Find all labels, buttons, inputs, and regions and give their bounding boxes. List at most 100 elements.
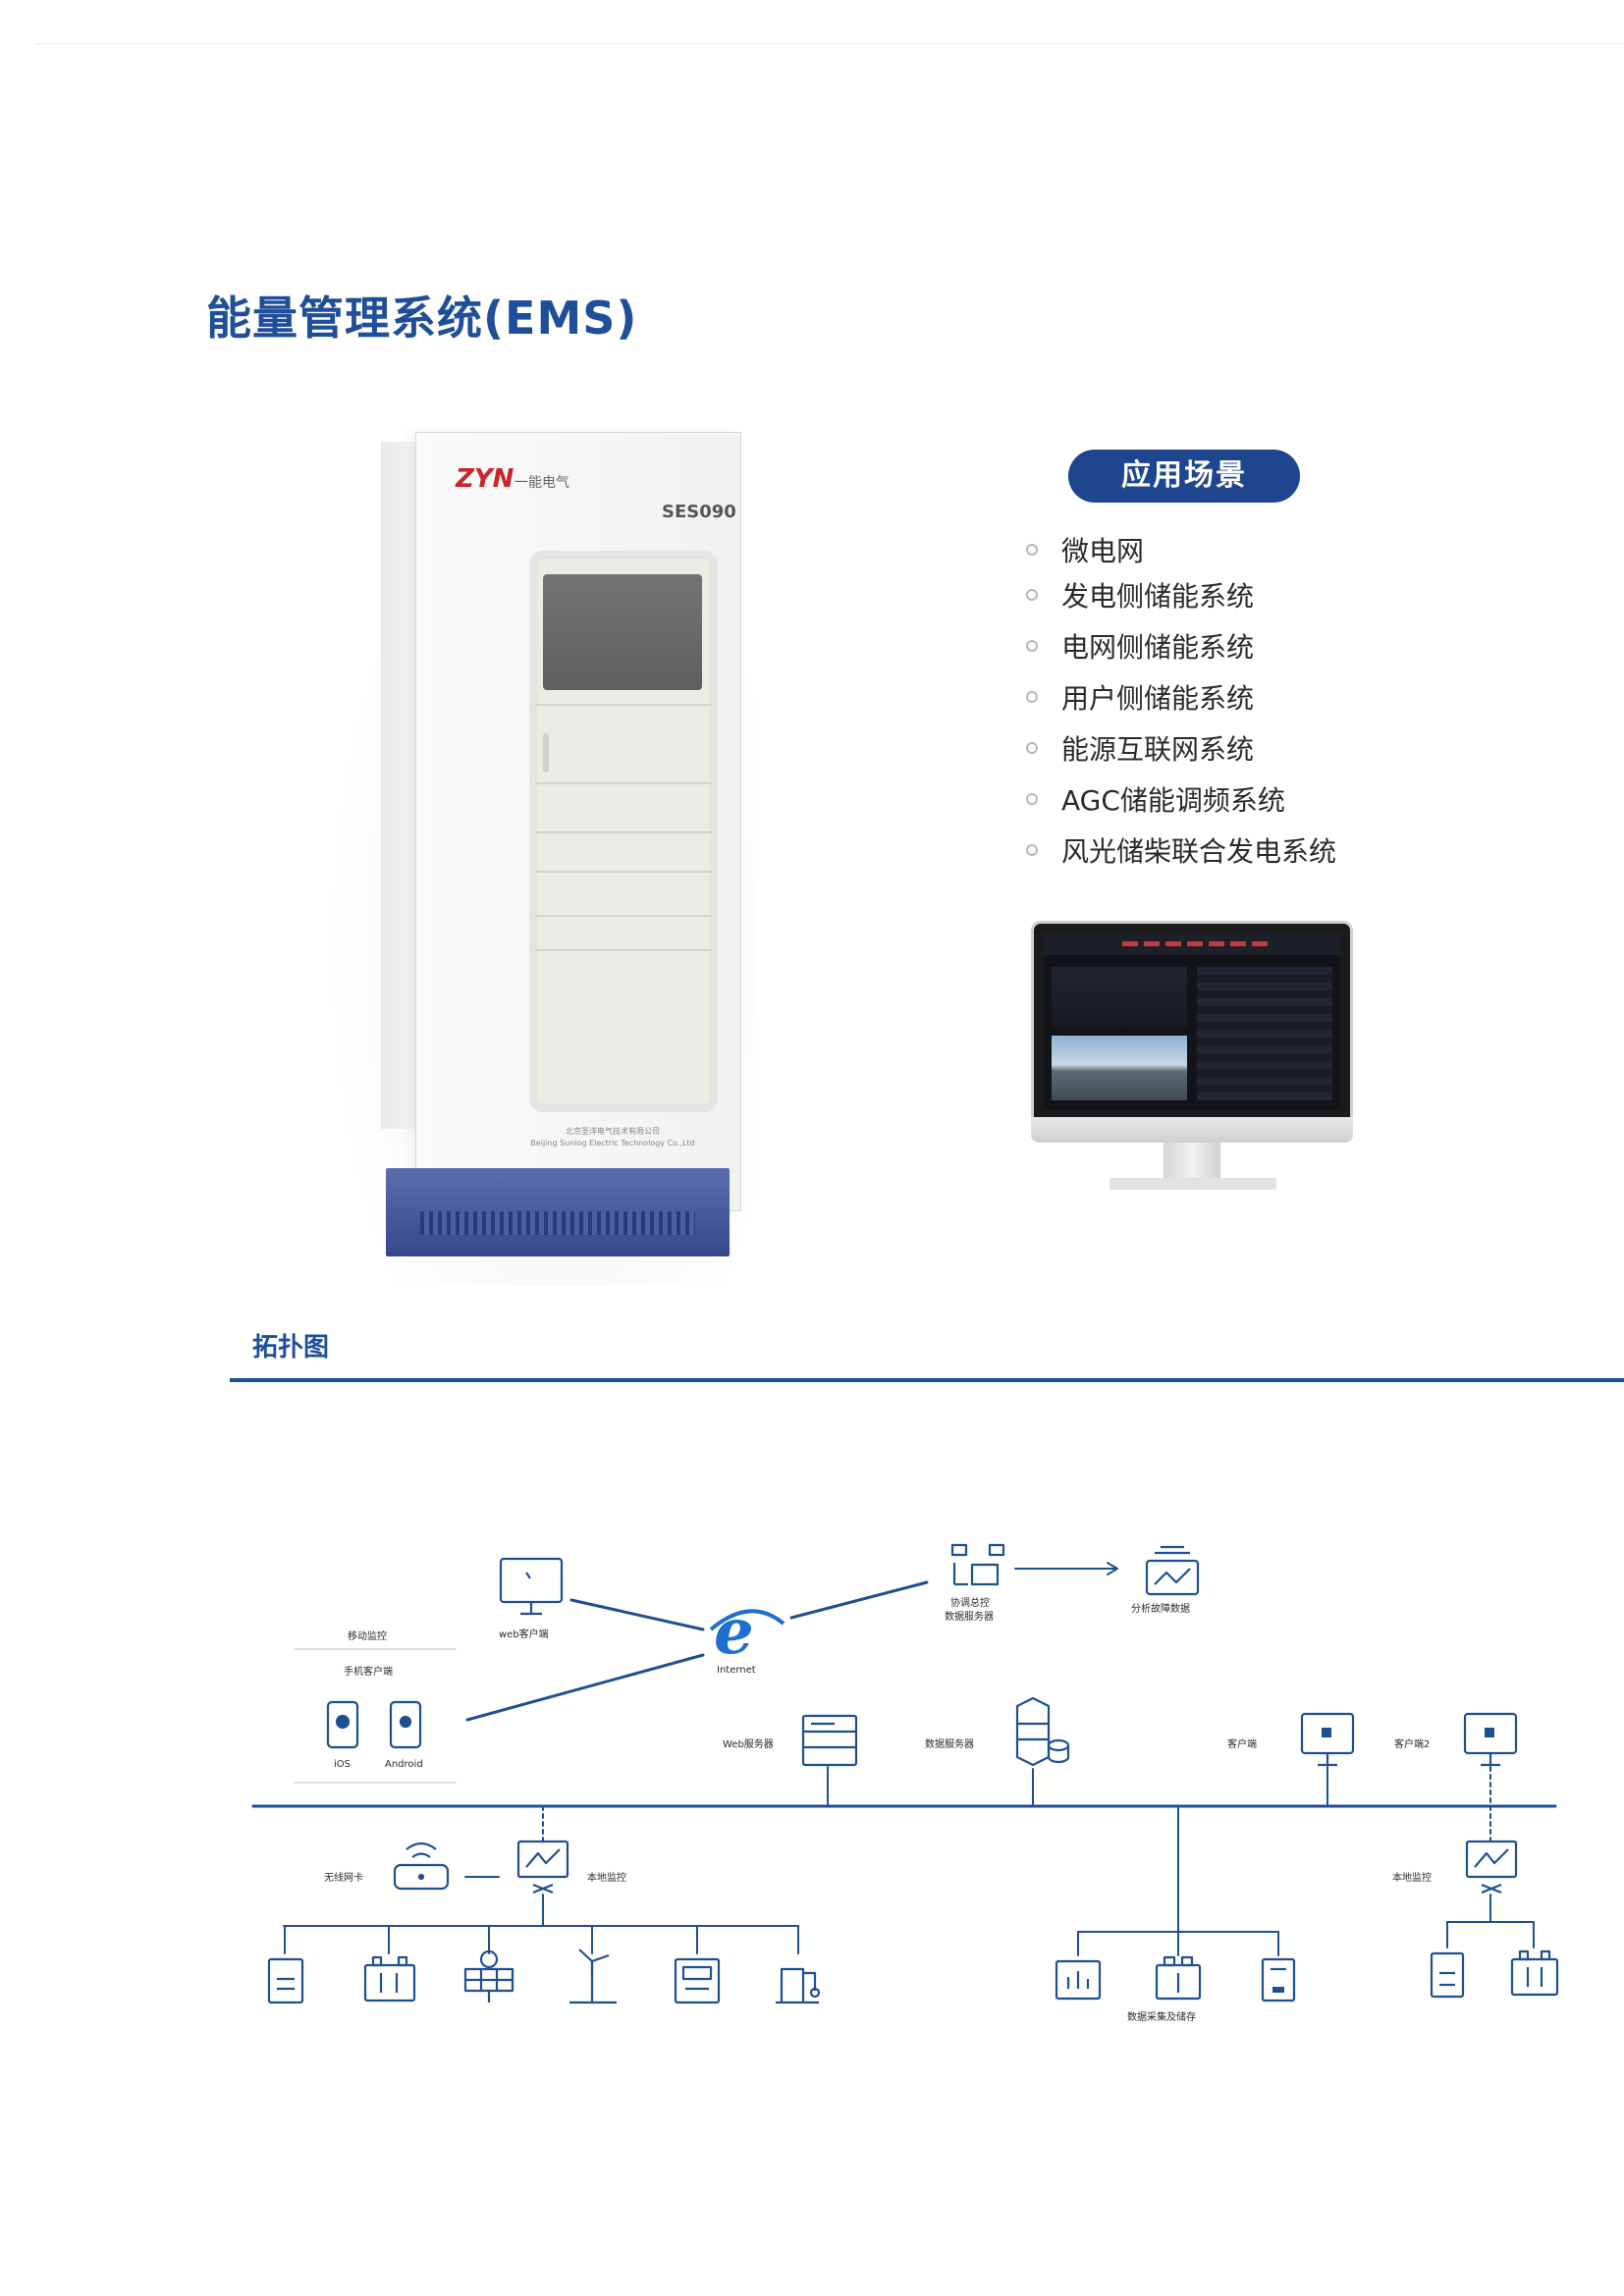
solar-panel-icon [463, 1949, 514, 2002]
label-collect: 数据采集及储存 [1127, 2010, 1196, 2023]
svg-text:e: e [714, 1595, 754, 1669]
data-server-icon [1015, 1696, 1070, 1767]
monitor-chin [1031, 1117, 1353, 1143]
section-title-topology: 拓扑图 [252, 1333, 330, 1362]
local-monitor-icon [516, 1840, 569, 1895]
android-phone-icon [389, 1700, 422, 1749]
monitor-tab [1187, 941, 1203, 946]
bullet-icon [1026, 544, 1038, 556]
monitor-stand [1164, 1143, 1220, 1180]
scenario-item: AGC储能调频系统 [1026, 779, 1285, 819]
nameplate-line-cn: 北京圣洋电气技术有限公司 [566, 1127, 660, 1136]
scenario-item: 风光储柴联合发电系统 [1026, 830, 1336, 870]
scenario-label: 电网侧储能系统 [1061, 631, 1255, 664]
label-client1: 客户端 [1227, 1737, 1257, 1750]
bullet-icon [1026, 589, 1038, 601]
link-web-internet [569, 1598, 705, 1631]
scenario-item: 发电侧储能系统 [1026, 575, 1254, 614]
label-dispatch-sub: 数据服务器 [945, 1610, 994, 1623]
scenario-label: 风光储柴联合发电系统 [1061, 835, 1337, 868]
battery-rack-icon [363, 1955, 416, 2002]
monitor-topbar [1044, 934, 1340, 955]
monitor-site-photo [1052, 1036, 1187, 1100]
scenario-badge: 应用场景 [1068, 450, 1300, 503]
cabinet-screen-panel [543, 574, 702, 690]
cabinet-logo-cn: 一能电气 [514, 475, 569, 491]
scenario-item: 电网侧储能系统 [1026, 626, 1254, 666]
cabinet-rack-line [535, 782, 712, 784]
label-client2: 客户端2 [1394, 1737, 1430, 1750]
label-android: Android [385, 1759, 423, 1770]
scenario-label: 发电侧储能系统 [1061, 580, 1255, 613]
cabinet-rack-line [535, 915, 712, 917]
cabinet-side-panel [381, 442, 420, 1129]
pcs-cabinet-icon [267, 1957, 304, 2004]
nameplate-line-en: Beijing Sunlog Electric Technology Co.,L… [530, 1139, 695, 1148]
bullet-icon [1026, 691, 1038, 703]
label-mobile-monitor: 移动监控 [348, 1629, 387, 1642]
cabinet-rack-line [535, 949, 712, 951]
web-server-icon [801, 1714, 858, 1767]
cabinet-nameplate: 北京圣洋电气技术有限公司 Beijing Sunlog Electric Tec… [505, 1126, 721, 1149]
cabinet-rack-line [535, 871, 712, 873]
client2-desktop-icon [1463, 1712, 1518, 1767]
label-analysis: 分析故障数据 [1131, 1602, 1190, 1615]
monitor-frame [1031, 921, 1353, 1120]
scenario-label: AGC储能调频系统 [1061, 784, 1285, 817]
cabinet-rack-line [535, 831, 712, 833]
label-ios: iOS [334, 1759, 351, 1770]
label-wireless: 无线网卡 [324, 1871, 363, 1884]
bar-chart-icon [1055, 1959, 1102, 2001]
bullet-icon [1026, 793, 1038, 805]
scenario-label: 微电网 [1061, 535, 1145, 567]
top-divider [35, 43, 1624, 44]
web-client-monitor-icon [499, 1557, 564, 1616]
battery-rack2-icon [1510, 1949, 1559, 1997]
cabinet-door-handle [543, 733, 549, 773]
label-data-server: 数据服务器 [925, 1737, 974, 1750]
label-web-server: Web服务器 [723, 1737, 774, 1750]
ems-cabinet-image: ZYN 一能电气 SES090 北京圣洋电气技术有限公司 Beijing Sun… [322, 422, 754, 1286]
client-desktop-icon [1300, 1712, 1355, 1767]
label-dispatch: 协调总控 [950, 1596, 990, 1609]
label-web-client: web客户端 [499, 1628, 549, 1640]
monitor-screen [1044, 934, 1340, 1110]
dispatch-workstation-icon [950, 1543, 1005, 1586]
cabinet-base [386, 1168, 730, 1256]
cabinet-model-label: SES090 [662, 502, 736, 522]
monitor-tab [1122, 941, 1138, 946]
scenario-label: 用户侧储能系统 [1061, 682, 1255, 715]
monitor-tab [1230, 941, 1246, 946]
cabinet-logo: ZYN [456, 464, 514, 494]
monitor-base [1110, 1178, 1276, 1190]
monitor-data-table [1197, 967, 1332, 1100]
monitor-tab [1165, 941, 1181, 946]
link-internet-dispatch [789, 1580, 929, 1620]
meter-box-icon [674, 1957, 721, 2004]
monitor-chart-panel [1052, 967, 1187, 1028]
scenario-item: 微电网 [1026, 530, 1144, 569]
label-mobile-client: 手机客户端 [344, 1665, 393, 1678]
label-local-monitor2: 本地监控 [1392, 1871, 1432, 1884]
cabinet-glass-door [529, 551, 718, 1112]
scenario-label: 能源互联网系统 [1061, 733, 1255, 766]
cabinet-rack-line [535, 704, 712, 706]
scenario-item: 能源互联网系统 [1026, 728, 1254, 768]
local-monitor2-icon [1465, 1840, 1518, 1895]
arrow-icon [1107, 1562, 1118, 1575]
internet-explorer-icon: e [709, 1595, 785, 1669]
analysis-chart-icon [1145, 1545, 1200, 1596]
monitor-tab [1209, 941, 1224, 946]
scenario-item: 用户侧储能系统 [1026, 677, 1254, 717]
cabinet-vent [420, 1211, 695, 1235]
charging-pile-icon [776, 1967, 821, 2004]
monitor-tab [1144, 941, 1160, 946]
section-divider [230, 1378, 1624, 1382]
bullet-icon [1026, 844, 1038, 856]
wireless-router-icon [393, 1842, 450, 1891]
storage-rack-icon [1155, 1955, 1202, 2001]
bullet-icon [1026, 640, 1038, 652]
link-mobile-internet [465, 1653, 705, 1722]
monitor-image [1031, 921, 1353, 1215]
